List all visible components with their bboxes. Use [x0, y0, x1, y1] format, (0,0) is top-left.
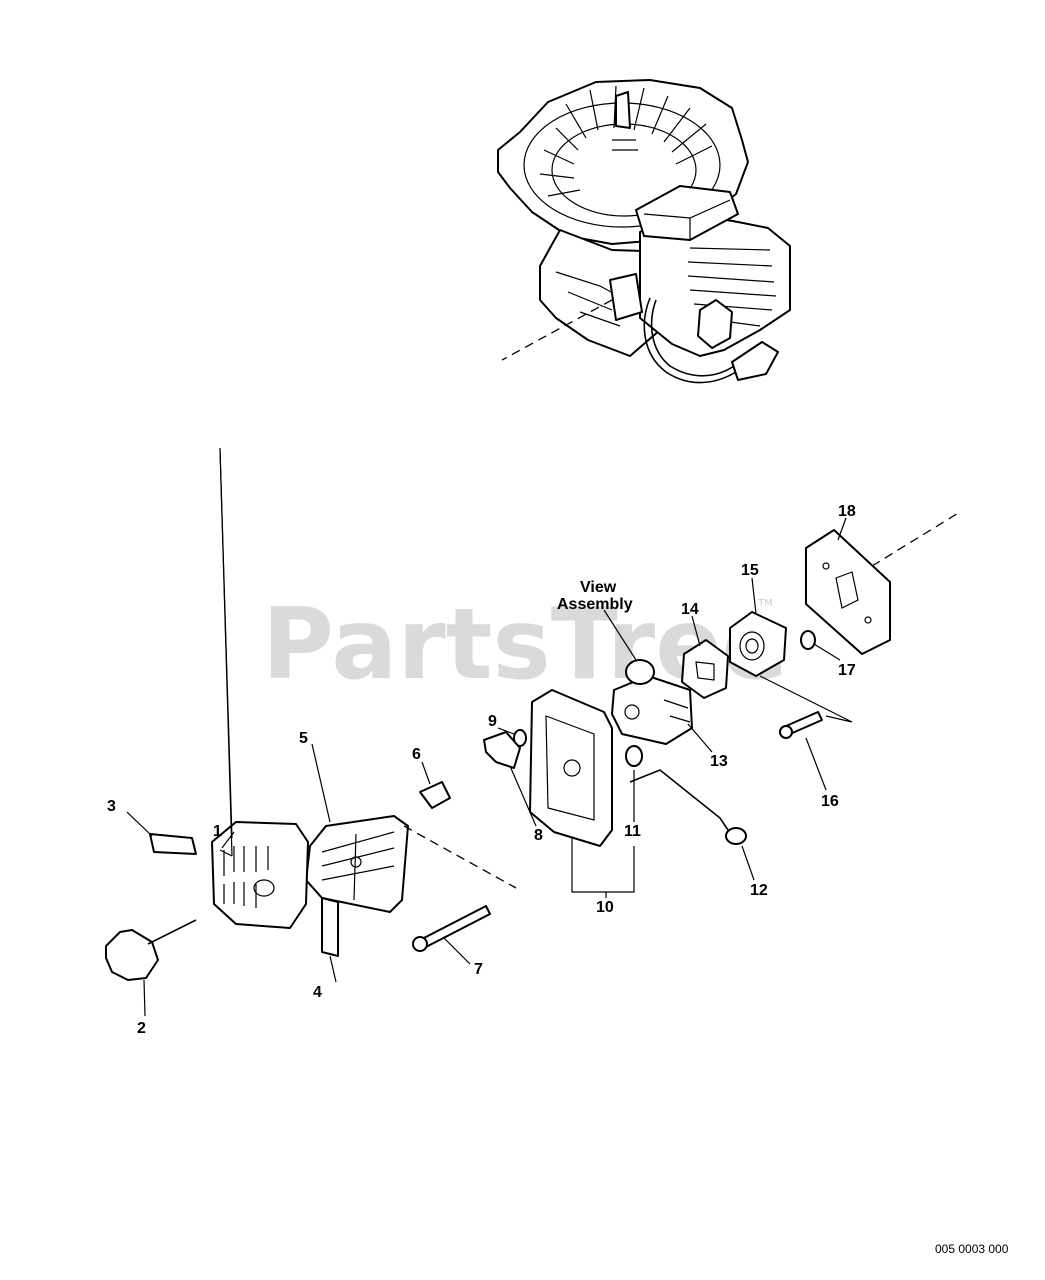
callout-11: 11	[624, 823, 641, 840]
part-4-label	[321, 897, 339, 957]
part-3-plug	[149, 833, 197, 855]
callout-8: 8	[534, 827, 543, 844]
diagram-code: 005 0003 000	[935, 1242, 1009, 1256]
callout-leaders	[126, 517, 847, 1017]
part-18-gasket	[805, 529, 891, 655]
watermark-trademark: TM	[757, 598, 773, 609]
part-1-cover	[211, 821, 309, 929]
part-8-bracket	[483, 731, 521, 769]
callout-2: 2	[137, 1020, 146, 1037]
part-12-choke	[629, 769, 747, 845]
callout-9: 9	[488, 713, 497, 730]
callout-4: 4	[313, 984, 322, 1001]
callout-1: 1	[213, 823, 222, 840]
part-7-bolt	[412, 905, 491, 952]
part-13-carburetor	[611, 659, 693, 745]
part-17-nut	[800, 630, 816, 650]
callout-15: 15	[741, 562, 759, 579]
callout-18: 18	[838, 503, 856, 520]
callout-16: 16	[821, 793, 839, 810]
callout-6: 6	[412, 746, 421, 763]
part-9-washer	[513, 729, 527, 747]
part-14-gasket	[681, 639, 729, 699]
callout-10: 10	[596, 899, 614, 916]
part-10-filter-base	[529, 689, 613, 847]
part-6-clip	[419, 781, 451, 809]
part-2-knob	[105, 919, 197, 981]
part-16-screw	[779, 711, 823, 739]
engine-assembly-illustration	[497, 79, 791, 384]
callout-3: 3	[107, 798, 116, 815]
part-11-grommet	[625, 745, 643, 767]
callout-5: 5	[299, 730, 308, 747]
callout-17: 17	[838, 662, 856, 679]
callout-12: 12	[750, 882, 768, 899]
callout-14: 14	[681, 601, 699, 618]
callout-7: 7	[474, 961, 483, 978]
leaders	[219, 449, 235, 849]
callout-13: 13	[710, 753, 728, 770]
view-assembly-line2: Assembly	[557, 596, 633, 613]
part-15-insulator	[729, 611, 787, 677]
view-assembly-line1: View	[580, 579, 617, 596]
part-5-filter	[305, 815, 409, 913]
